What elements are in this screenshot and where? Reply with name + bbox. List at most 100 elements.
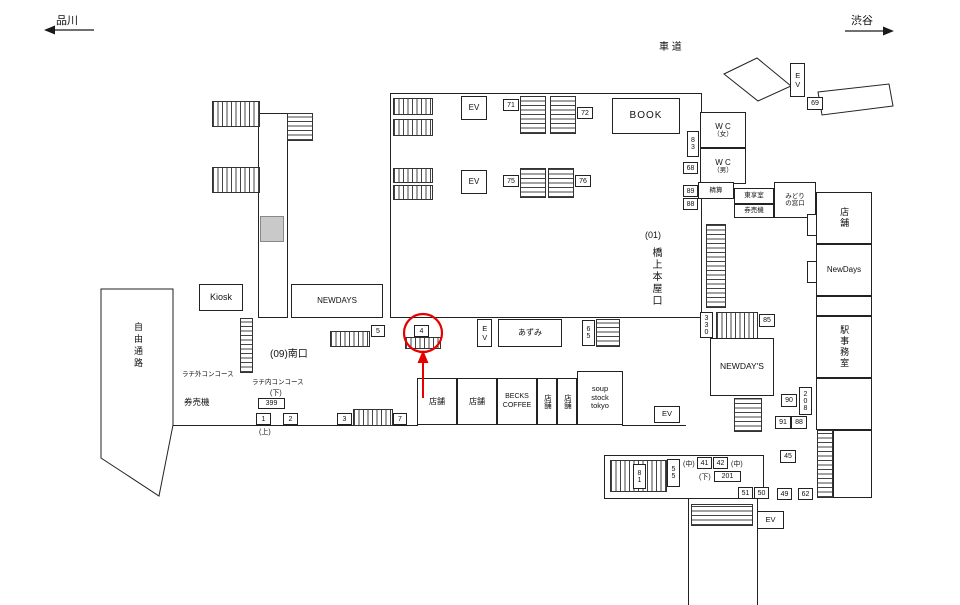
- wc-men-label: W C: [715, 157, 731, 167]
- stairs: [520, 168, 546, 198]
- shaft-block: [260, 216, 284, 242]
- becks-line1: BECKS: [505, 393, 529, 401]
- stairs: [550, 96, 576, 134]
- station-office-room: 駅事務室: [816, 316, 872, 378]
- ad-location-89: 89: [683, 185, 698, 197]
- stairs: [393, 98, 433, 115]
- midori-line2: の窓口: [785, 200, 805, 207]
- station-right-label: 渋谷: [851, 15, 873, 27]
- level-mid-left-label: (中): [683, 461, 695, 468]
- outside-concourse-label: ラチ外コンコース: [182, 371, 234, 378]
- concourse-floor-line-left: [173, 425, 418, 426]
- ad-location-72: 72: [577, 107, 593, 119]
- ad-location-90: 90: [781, 394, 797, 407]
- ad-location-81: 81: [633, 464, 646, 489]
- corridor-upper-left: [258, 113, 288, 318]
- book-store: BOOK: [612, 98, 680, 134]
- shop-right-label: 店舗: [839, 207, 850, 229]
- elevator-badge: EV: [477, 319, 492, 347]
- azumi-label: あずみ: [518, 328, 542, 338]
- stairs: [287, 113, 313, 141]
- stairs: [212, 101, 260, 127]
- ad-location-85: 85: [759, 314, 775, 327]
- soup-line3: tokyo: [591, 401, 609, 411]
- ticket-machine-right-room: 券売機: [734, 204, 774, 218]
- south-exit-label: (09)南口: [270, 349, 308, 360]
- wc-men: W C （男）: [700, 148, 746, 184]
- elevator-room: EV: [757, 511, 784, 529]
- ad-location-7: 7: [393, 413, 407, 425]
- stairs: [393, 185, 433, 200]
- shop1-label: 店舗: [429, 396, 445, 406]
- ad-location-51: 51: [738, 487, 753, 499]
- badge-small: [807, 261, 817, 283]
- kiosk-store: Kiosk: [199, 284, 243, 311]
- ticket-gates: [240, 318, 253, 373]
- ad-location-2: 2: [283, 413, 298, 425]
- stairs: [212, 167, 260, 193]
- ad-location-42: 42: [713, 457, 728, 469]
- office-small-room: 東享室: [734, 188, 774, 204]
- ad-location-49: 49: [777, 488, 792, 500]
- stairs: [393, 168, 433, 183]
- highlight-arrow-head: [417, 350, 429, 363]
- stairs: [353, 409, 393, 426]
- shop2-room: 店舗: [457, 378, 497, 425]
- walkway-upper: [723, 57, 792, 102]
- ad-location-399: 399: [258, 398, 285, 409]
- shop4-label: 店舗: [563, 394, 573, 409]
- road-label: 車 道: [659, 42, 682, 53]
- soup-stock-room: soup stock tokyo: [577, 371, 623, 425]
- shop-right-room: 店舗: [816, 192, 872, 244]
- ad-location-55: 55: [667, 459, 680, 487]
- newdays-center-label: NEWDAY'S: [720, 361, 764, 372]
- badge-small: [807, 214, 817, 236]
- stairs: [405, 337, 441, 349]
- station-office-label: 駅事務室: [839, 325, 850, 369]
- fare-adjust-label: 精算: [709, 186, 723, 194]
- elevator-label: EV: [468, 103, 480, 113]
- wc-women-label: W C: [715, 121, 731, 131]
- stairs: [548, 168, 574, 198]
- elevator-room: EV: [654, 406, 680, 423]
- ad-location-3: 3: [337, 413, 352, 425]
- ad-location-76: 76: [575, 175, 591, 187]
- ad-location-330: 330: [700, 312, 713, 338]
- ticket-machine-left-label: 券売機: [184, 397, 210, 407]
- main-exit-label: 橋上本屋口: [650, 247, 661, 307]
- level-down-label: (下): [270, 390, 282, 397]
- newdays-south-label: NEWDAYS: [317, 296, 357, 306]
- stairs: [734, 398, 762, 432]
- ad-location-91: 91: [775, 416, 791, 429]
- level-mid-right-label: (中): [731, 461, 743, 468]
- shop4-room: 店舗: [557, 378, 577, 425]
- south-corridor-wall-left: [688, 499, 689, 605]
- elevator-label: EV: [661, 409, 672, 419]
- office-small-label: 東享室: [744, 192, 764, 200]
- elevator-room: EV: [461, 170, 487, 194]
- wc-women-sub: （女）: [713, 130, 733, 138]
- book-store-label: BOOK: [629, 110, 663, 122]
- newdays-south-store: NEWDAYS: [291, 284, 383, 318]
- stairs: [596, 319, 620, 347]
- ad-location-65: 65: [582, 320, 595, 346]
- ad-location-5: 5: [371, 325, 385, 337]
- stairs: [691, 504, 753, 526]
- ad-location-75: 75: [503, 175, 519, 187]
- ad-location-201: 201: [714, 471, 741, 482]
- soup-line2: stock: [591, 392, 609, 402]
- level-up-label: (上): [259, 429, 271, 436]
- ad-location-4: 4: [414, 325, 429, 337]
- room-empty: [833, 430, 872, 498]
- south-corridor-wall-right: [757, 499, 758, 605]
- newdays-center-store: NEWDAY'S: [710, 338, 774, 396]
- ad-location-41: 41: [697, 457, 712, 469]
- becks-coffee-room: BECKS COFFEE: [497, 378, 537, 425]
- shop2-label: 店舗: [469, 396, 485, 406]
- kiosk-label: Kiosk: [209, 292, 232, 303]
- azumi-restaurant: あずみ: [498, 319, 562, 347]
- arrow-right-head: [883, 26, 894, 36]
- stairs: [817, 430, 833, 498]
- stairs: [706, 224, 726, 308]
